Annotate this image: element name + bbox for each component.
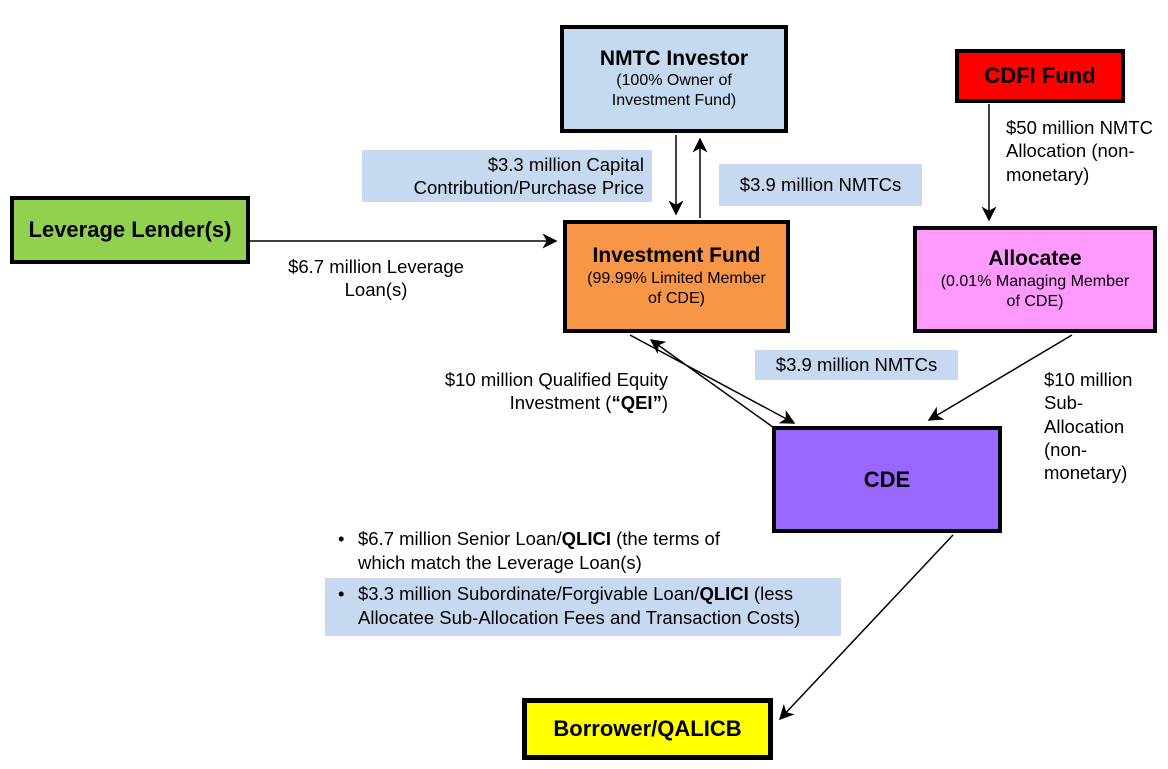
borrower-title: Borrower/QALICB	[553, 716, 742, 742]
cde-box: CDE	[772, 426, 1002, 533]
leverage-loan-label: $6.7 million Leverage Loan(s)	[288, 256, 464, 301]
bullet-icon: •	[338, 528, 345, 549]
leverage-lender-title: Leverage Lender(s)	[28, 217, 232, 243]
leverage-lender-box: Leverage Lender(s)	[10, 196, 250, 264]
borrower-box: Borrower/QALICB	[522, 698, 773, 760]
nmtc-investor-box: NMTC Investor (100% Owner of Investment …	[560, 25, 788, 133]
sub-allocation-label: $10 million Sub-Allocation (non-monetary…	[1044, 369, 1133, 484]
investment-fund-subtitle: (99.99% Limited Member of CDE)	[587, 269, 766, 307]
nmtc-investor-title: NMTC Investor	[599, 46, 749, 70]
allocatee-box: Allocatee (0.01% Managing Member of CDE)	[913, 226, 1157, 333]
qei-label: $10 million Qualified Equity Investment …	[444, 369, 668, 414]
nmtc-allocation-label: $50 million NMTC Allocation (non-monetar…	[1006, 117, 1154, 185]
nmtc-investor-subtitle: (100% Owner of Investment Fund)	[611, 72, 737, 110]
qlici-bullet-1: • $6.7 million Senior Loan/QLICI (the te…	[338, 527, 756, 575]
nmtcs-top-label: $3.9 million NMTCs	[719, 164, 922, 206]
cdfi-fund-title: CDFI Fund	[984, 63, 1096, 89]
investment-fund-title: Investment Fund	[592, 244, 761, 268]
bullet-icon: •	[338, 583, 345, 604]
qlici-bullet-2: • $3.3 million Subordinate/Forgivable Lo…	[325, 578, 841, 636]
nmtcs-mid-label: $3.9 million NMTCs	[755, 350, 958, 380]
cdfi-fund-box: CDFI Fund	[955, 49, 1125, 103]
cde-title: CDE	[863, 466, 911, 492]
allocatee-subtitle: (0.01% Managing Member of CDE)	[940, 272, 1130, 310]
capital-contribution-label: $3.3 million Capital Contribution/Purcha…	[362, 150, 652, 202]
allocatee-title: Allocatee	[988, 247, 1082, 271]
investment-fund-box: Investment Fund (99.99% Limited Member o…	[563, 220, 790, 333]
